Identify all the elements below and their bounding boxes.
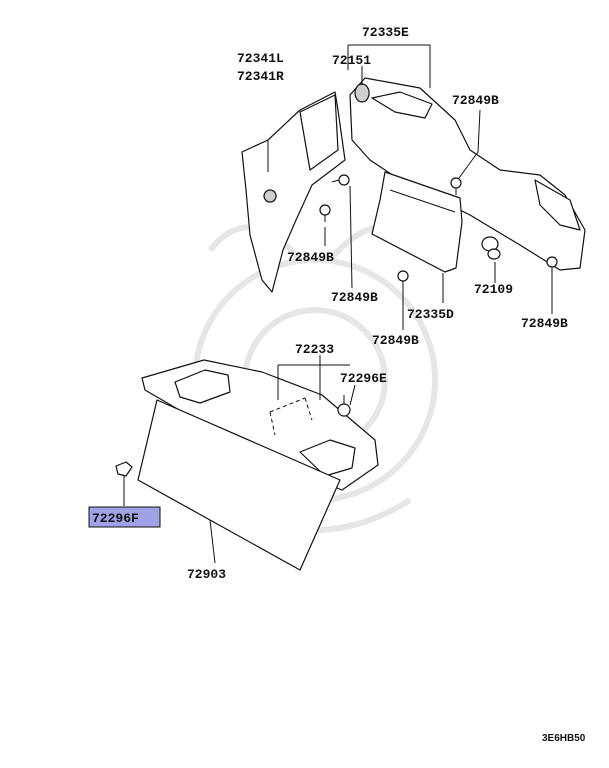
part-label-72849B-right[interactable]: 72849B xyxy=(521,316,568,331)
leader-lines xyxy=(209,44,553,564)
clip-icon xyxy=(319,204,331,222)
part-label-72849B-left[interactable]: 72849B xyxy=(287,250,334,265)
part-label-72341R[interactable]: 72341R xyxy=(237,69,284,84)
part-label-72296E[interactable]: 72296E xyxy=(340,371,387,386)
part-label-72849B-lower[interactable]: 72849B xyxy=(372,333,419,348)
part-label-72903[interactable]: 72903 xyxy=(187,567,226,582)
part-label-72109[interactable]: 72109 xyxy=(474,282,513,297)
clip-icon xyxy=(337,395,351,417)
part-label-72341L[interactable]: 72341L xyxy=(237,51,284,66)
center-trim-panel xyxy=(371,171,463,273)
part-label-72849B-center[interactable]: 72849B xyxy=(331,290,378,305)
upper-rear-trim xyxy=(349,77,586,271)
part-label-72151[interactable]: 72151 xyxy=(332,53,371,68)
highlight-box xyxy=(88,506,161,528)
clip-icon xyxy=(546,256,558,274)
rear-board xyxy=(137,399,341,571)
clip-icon xyxy=(115,461,133,506)
package-tray xyxy=(141,359,379,491)
clip-icon xyxy=(397,270,409,288)
part-label-72335E[interactable]: 72335E xyxy=(362,25,409,40)
part-label-72296F[interactable]: 72296F xyxy=(92,511,139,526)
part-label-72849B-upper-right[interactable]: 72849B xyxy=(452,93,499,108)
part-label-72335D[interactable]: 72335D xyxy=(407,307,454,322)
part-label-72233[interactable]: 72233 xyxy=(295,342,334,357)
grommet-icon xyxy=(481,236,501,260)
clip-icon xyxy=(331,174,350,186)
side-trim-panel xyxy=(241,91,346,293)
drawing-reference: 3E6HB50 xyxy=(542,733,586,744)
clip-icon xyxy=(450,177,462,195)
clip-group xyxy=(319,174,558,288)
